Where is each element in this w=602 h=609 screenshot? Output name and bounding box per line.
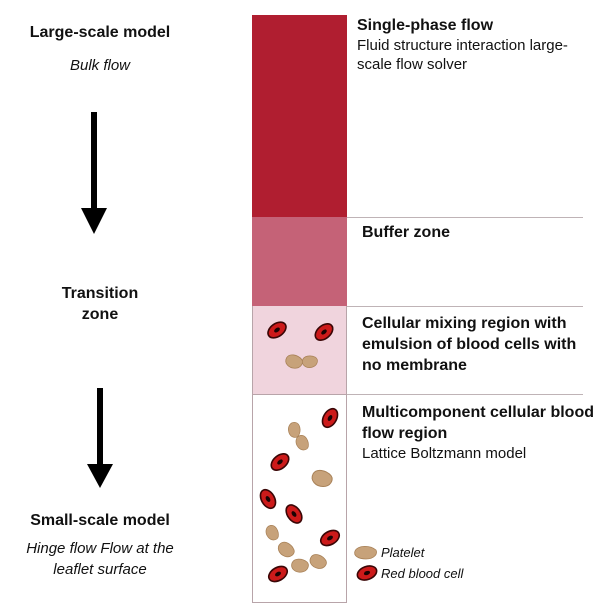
- platelet: [284, 353, 304, 370]
- platelet: [275, 539, 298, 560]
- single-phase-label-group: Single-phase flow Fluid structure intera…: [357, 15, 597, 74]
- red-blood-cell: [282, 501, 306, 527]
- small-scale-model-title: Small-scale model: [30, 512, 170, 529]
- red-blood-cell-legend-icon: [356, 565, 378, 581]
- large-scale-model-title: Large-scale model: [29, 24, 171, 41]
- buffer-zone-band: [252, 217, 347, 306]
- red-blood-cell: [318, 405, 342, 431]
- single-phase-description: Fluid structure interaction large-scale …: [357, 37, 568, 73]
- platelet: [307, 552, 329, 572]
- divider-line: [347, 217, 583, 218]
- red-blood-cell: [264, 318, 290, 342]
- platelet-legend-label: Platelet: [381, 545, 425, 560]
- platelet: [310, 468, 334, 489]
- red-blood-cell: [311, 319, 337, 345]
- multicomponent-description: Lattice Boltzmann model: [362, 445, 527, 462]
- hinge-flow-label: Hinge flow Flow at the leaflet surface: [26, 540, 174, 578]
- mixing-region-title: Cellular mixing region with emulsion of …: [362, 315, 577, 374]
- bulk-flow-label: Bulk flow: [69, 57, 131, 74]
- downward-arrow-top: [81, 112, 107, 234]
- multicomponent-title: Multicomponent cellular blood flow regio…: [362, 404, 594, 442]
- divider-line: [347, 306, 583, 307]
- cells-illustration: [256, 318, 343, 586]
- platelet-legend-icon: [354, 545, 377, 560]
- platelet: [263, 523, 282, 543]
- red-blood-cell-legend-label: Red blood cell: [381, 566, 464, 581]
- transition-zone-title: Transition zone: [61, 285, 139, 323]
- red-blood-cell: [267, 449, 293, 475]
- downward-arrow-bottom: [87, 388, 113, 488]
- platelet: [301, 354, 319, 370]
- mixing-region-band: [252, 306, 347, 394]
- red-blood-cell: [265, 562, 291, 586]
- single-phase-band: [252, 15, 347, 217]
- divider-line: [347, 394, 583, 395]
- red-blood-cell: [317, 526, 343, 550]
- red-blood-cell: [256, 486, 280, 512]
- multicomponent-label-group: Multicomponent cellular blood flow regio…: [362, 402, 598, 463]
- buffer-zone-title: Buffer zone: [362, 224, 450, 241]
- single-phase-title: Single-phase flow: [357, 17, 494, 34]
- platelet: [291, 558, 309, 573]
